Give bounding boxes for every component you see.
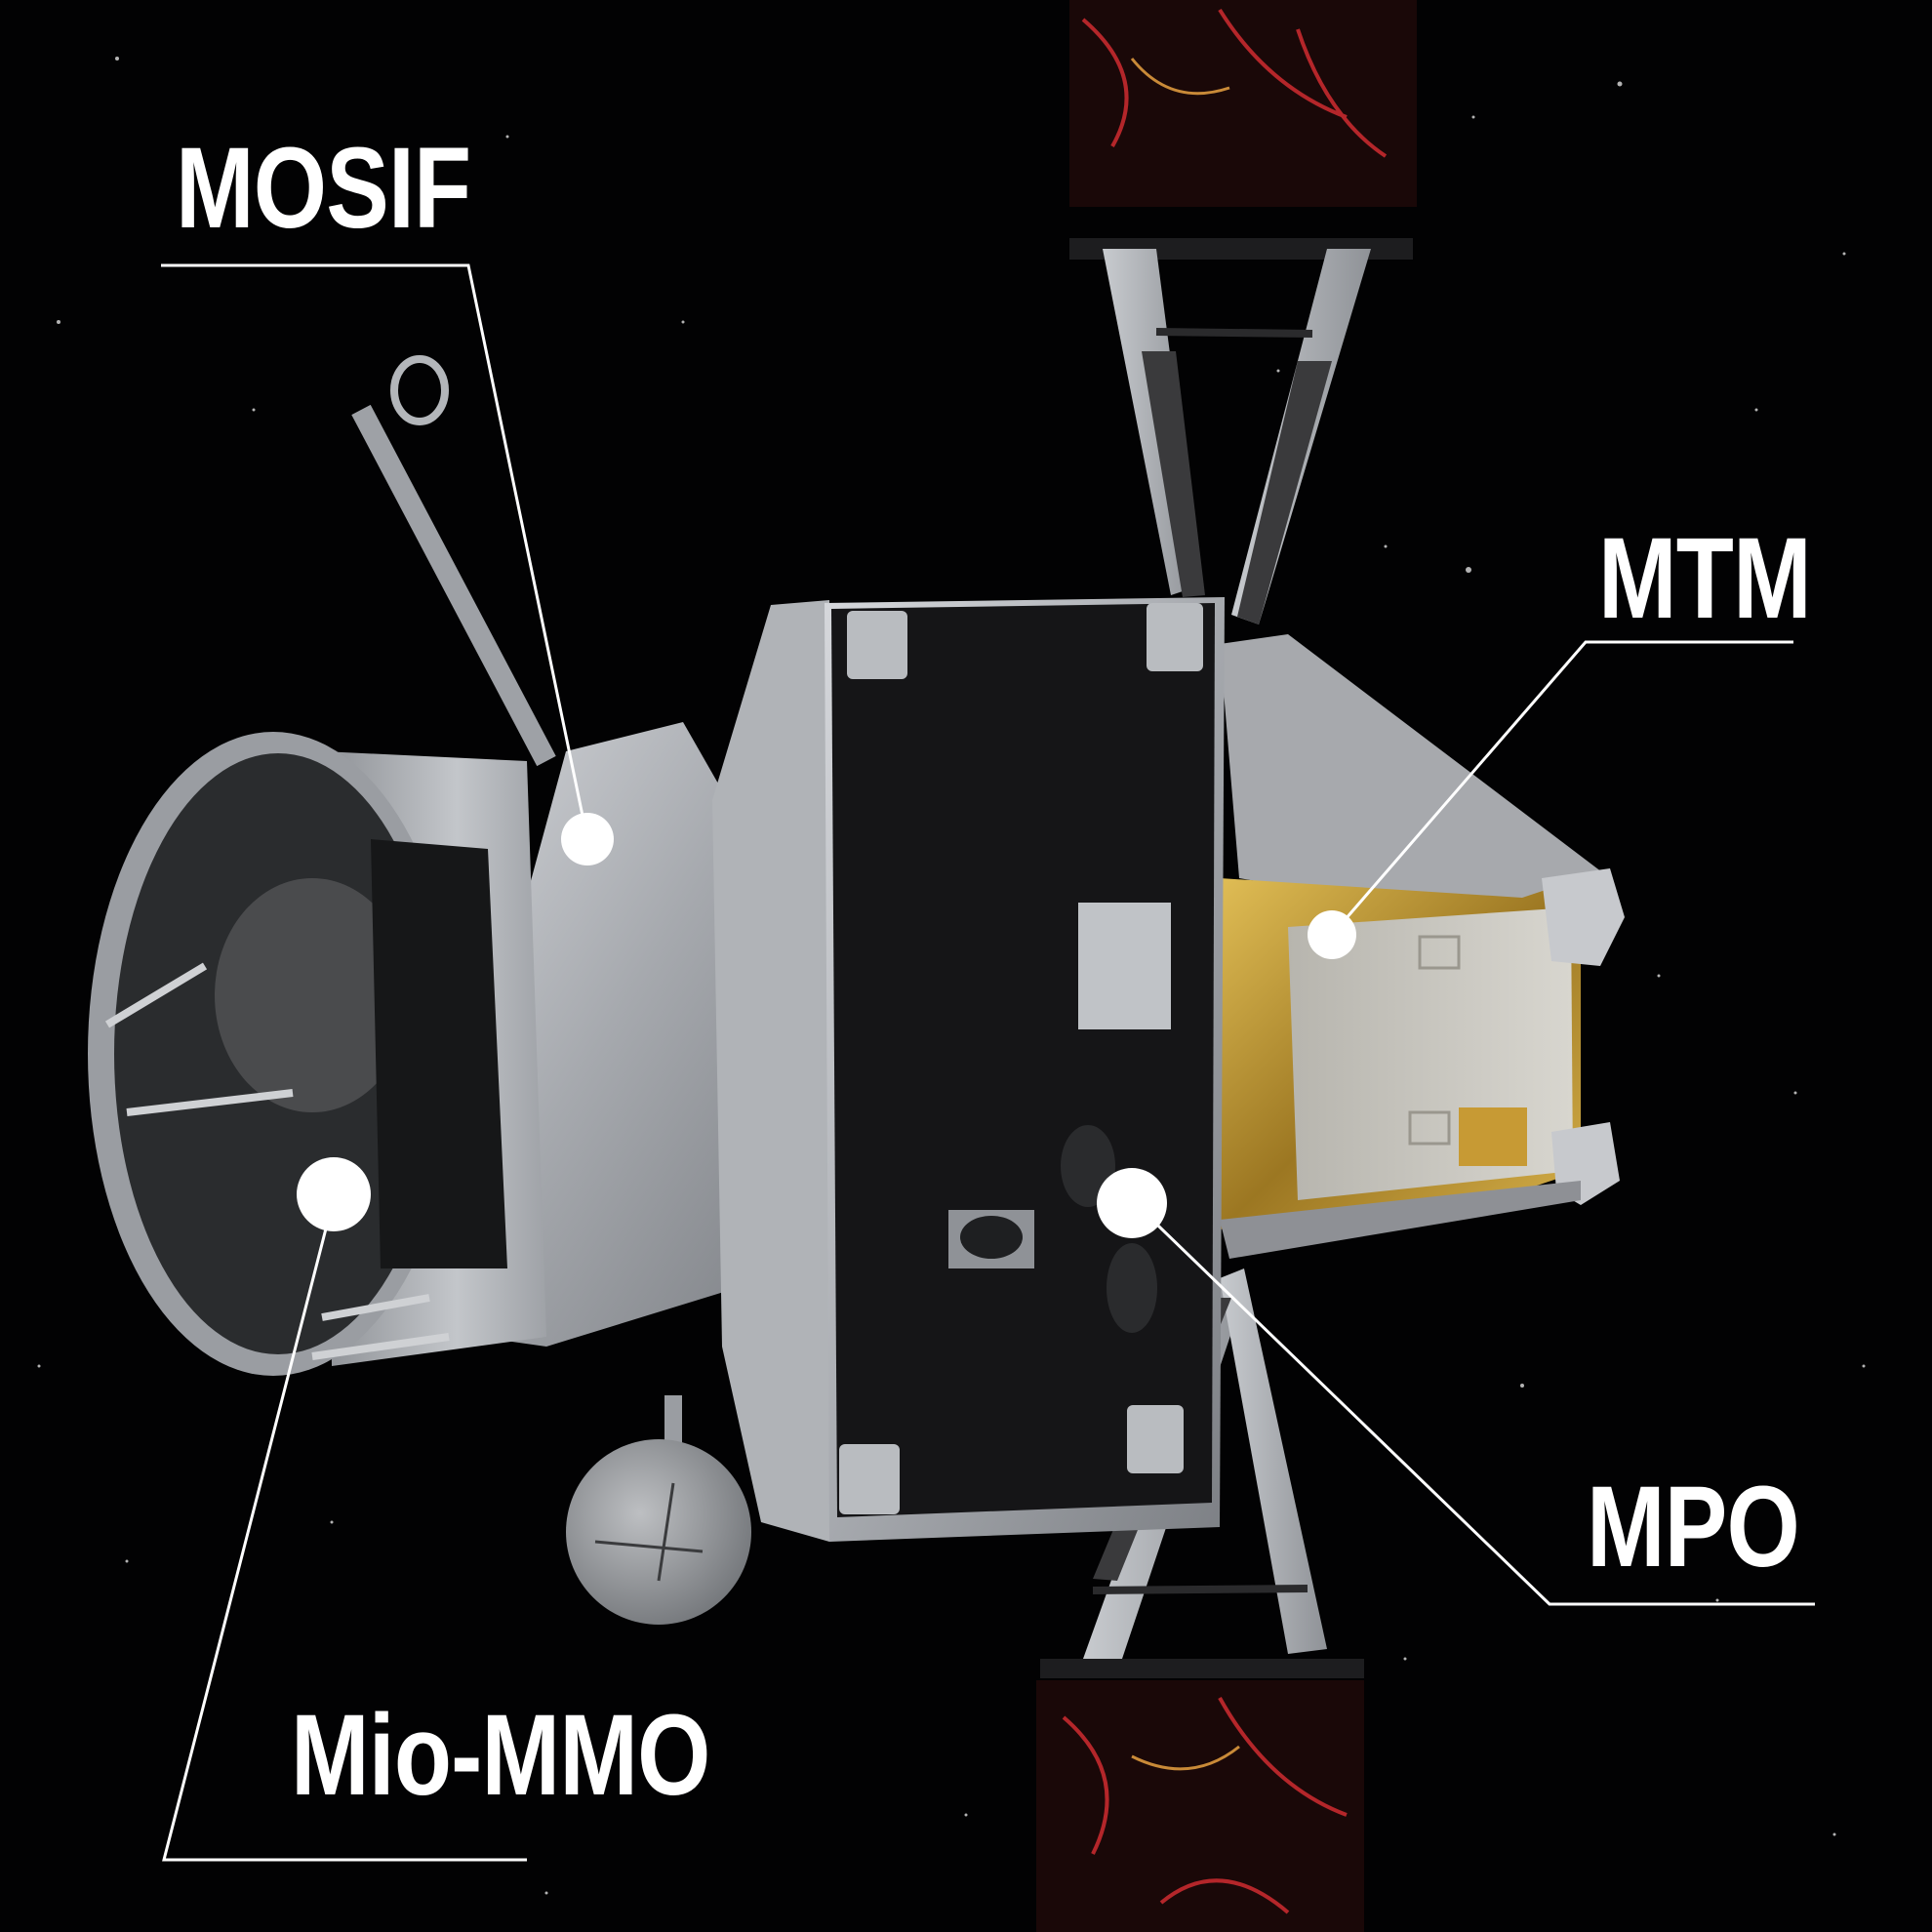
callout-label-mpo: MPO [1587, 1463, 1800, 1591]
callout-label-mio-mmo: Mio-MMO [291, 1691, 710, 1820]
leader-line-mtm [1330, 640, 1793, 936]
leader-line-mpo [1130, 1198, 1815, 1606]
marker-dot-mio [297, 1157, 371, 1231]
solar-panel-top [1069, 0, 1417, 624]
leader-line-mosif [161, 263, 589, 840]
mtm-module [1220, 634, 1625, 1259]
callout-lines [161, 263, 1815, 1862]
marker-dot-mpo [1097, 1168, 1167, 1238]
mpo-body [712, 597, 1225, 1542]
marker-dot-mtm [1308, 910, 1356, 959]
callout-label-mtm: MTM [1598, 514, 1812, 643]
marker-dot-mosif [561, 813, 614, 865]
callout-label-mosif: MOSIF [176, 124, 471, 253]
callout-markers [297, 813, 1356, 1238]
star-field [37, 57, 1866, 1895]
leader-line-mio [162, 1197, 527, 1862]
antenna-dish [566, 1395, 751, 1625]
mosif-and-mio [88, 355, 800, 1376]
